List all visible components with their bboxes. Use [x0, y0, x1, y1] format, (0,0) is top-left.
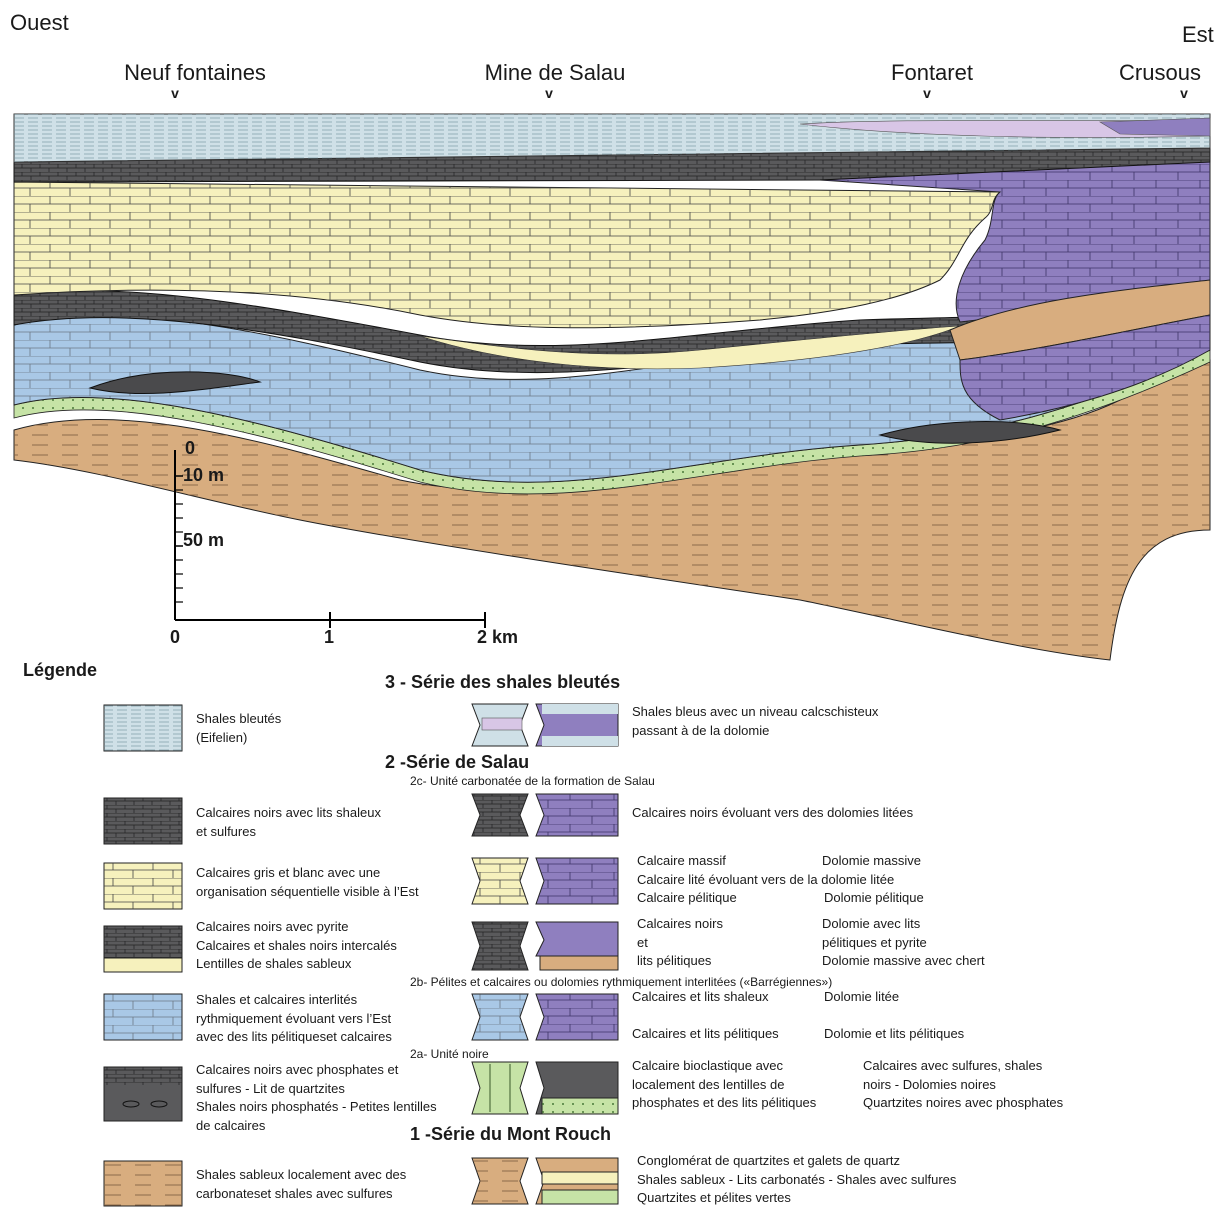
scale-horizontal-2km: 2 km [477, 627, 518, 648]
chevron-down-icon: v [165, 86, 185, 100]
legend-swatch-pair-2c-black [470, 792, 620, 838]
unit-2b-title: 2b- Pélites et calcaires ou dolomies ryt… [410, 975, 832, 989]
locality-neuf-fontaines: Neuf fontaines [95, 60, 295, 86]
geological-cross-section [0, 100, 1216, 670]
locality-crusous: Crusous [1100, 60, 1216, 86]
direction-east: Est [1182, 22, 1214, 48]
chevron-down-icon: v [1174, 86, 1194, 100]
legend-swatch-pair-series1 [470, 1156, 620, 1206]
legend-swatch-black-limestones [103, 797, 183, 845]
legend-swatch-black-unit [103, 1066, 183, 1122]
scale-vertical-50m: 50 m [183, 530, 224, 551]
legend-swatch-rhythmic-shales [103, 993, 183, 1041]
legend-row-3-right-b: Dolomie massive Dolomie pélitique [822, 852, 982, 908]
legend-swatch-grey-white-limestones [103, 862, 183, 910]
legend-row-1-right: Shales bleus avec un niveau calcschisteu… [632, 703, 878, 740]
legend-row-2-right: Calcaires noirs évoluant vers des dolomi… [632, 804, 913, 823]
legend-swatch-mont-rouch-shales [103, 1160, 183, 1207]
scale-vertical-10m: 10 m [183, 465, 224, 486]
legend-row-5-right-a: Calcaires et lits shaleux Calcaires et l… [632, 988, 779, 1044]
direction-west: Ouest [10, 10, 69, 36]
legend-swatch-pair-series3 [470, 702, 620, 748]
legend-row-7-right: Conglomérat de quartzites et galets de q… [637, 1152, 956, 1208]
scale-horizontal-1: 1 [324, 627, 334, 648]
chevron-down-icon: v [917, 86, 937, 100]
legend-swatch-pair-2c-yellow [470, 856, 620, 906]
series-2-title: 2 -Série de Salau [385, 752, 529, 773]
scale-horizontal-zero: 0 [170, 627, 180, 648]
chevron-down-icon: v [539, 86, 559, 100]
legend-swatch-pair-2b [470, 992, 620, 1042]
legend-swatch-pair-2a [470, 1060, 620, 1116]
series-3-title: 3 - Série des shales bleutés [385, 672, 620, 693]
legend-swatch-blue-shales [103, 704, 183, 752]
series-1-title: 1 -Série du Mont Rouch [410, 1124, 611, 1145]
locality-fontaret: Fontaret [832, 60, 1032, 86]
scale-vertical-zero: 0 [185, 438, 195, 459]
unit-2a-title: 2a- Unité noire [410, 1047, 489, 1061]
legend-swatch-pair-2c-pyrite [470, 920, 620, 972]
locality-mine-de-salau: Mine de Salau [455, 60, 655, 86]
legend-row-1-left: Shales bleutés(Eifelien) [196, 710, 281, 747]
unit-2c-title: 2c- Unité carbonatée de la formation de … [410, 774, 655, 788]
legend-title: Légende [23, 660, 97, 681]
legend-swatch-black-limestones-pyrite [103, 925, 183, 973]
legend-row-5-right-b: Dolomie litée Dolomie et lits pélitiques [824, 988, 964, 1044]
